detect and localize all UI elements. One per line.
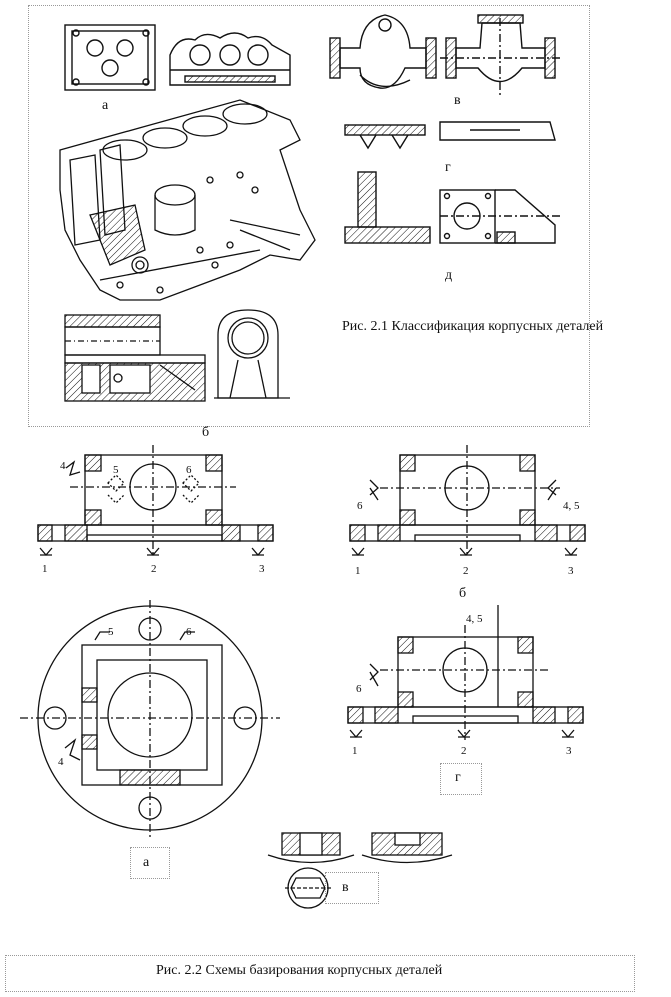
fig22-top-right-housing-drawing (349, 445, 586, 556)
fig22-label-v: в (342, 880, 349, 895)
fig22-tr-num-6: 6 (357, 500, 363, 512)
fig22-tl-num-3: 3 (259, 563, 265, 575)
fig22-tr-num-3: 3 (568, 565, 574, 577)
fig21-a-plate-drawing (64, 24, 156, 91)
fig22-tl-num-4: 4 (60, 460, 66, 472)
fig22-g-num-3: 3 (566, 745, 572, 757)
fig22-v-nut-drawing (267, 832, 453, 909)
fig22-a-frame (130, 847, 170, 879)
fig22-tr-num-1: 1 (355, 565, 361, 577)
fig22-g-num-6: 6 (356, 683, 362, 695)
fig21-v-cross-drawing (440, 14, 562, 95)
fig21-label-b: б (202, 425, 210, 440)
fig22-tl-num-5: 5 (113, 464, 119, 476)
fig22-tr-num-2: 2 (463, 565, 469, 577)
fig22-a-num-5: 5 (108, 626, 114, 638)
caption-frame (5, 955, 635, 992)
fig21-d-bracket-drawing (344, 171, 560, 244)
fig22-g-frame (440, 763, 482, 795)
fig22-a-num-6: 6 (186, 626, 192, 638)
fig21-label-d: д (445, 268, 453, 283)
fig21-label-v: в (454, 93, 461, 108)
fig21-a-housing-drawing (169, 32, 291, 86)
engine-block-drawing (59, 99, 316, 301)
fig21-caption: Рис. 2.1 Классификация корпусных деталей (342, 319, 604, 334)
fig22-top-left-housing-drawing (37, 445, 274, 556)
fig22-g-num-45: 4, 5 (466, 613, 483, 625)
fig22-tl-num-1: 1 (42, 563, 48, 575)
fig22-tl-num-6: 6 (186, 464, 192, 476)
fig22-g-num-2: 2 (461, 745, 467, 757)
fig22-label-b: б (459, 586, 467, 601)
fig21-frame (28, 5, 590, 427)
fig22-tl-num-2: 2 (151, 563, 157, 575)
fig22-tr-num-45: 4, 5 (563, 500, 580, 512)
fig22-g-num-1: 1 (352, 745, 358, 757)
fig21-b-bearing-drawing (214, 309, 290, 399)
fig22-label-a: а (143, 855, 150, 870)
fig21-g-rail-drawing (344, 121, 556, 150)
fig22-a-flange-drawing (20, 600, 280, 840)
fig21-label-g: г (445, 160, 451, 175)
fig21-b-section-drawing (64, 314, 206, 402)
fig22-label-g: г (455, 770, 461, 785)
fig22-g-housing-drawing (347, 605, 584, 740)
fig22-a-num-4: 4 (58, 756, 64, 768)
fig21-v-tee-drawing (329, 14, 437, 89)
fig21-label-a: а (102, 98, 109, 113)
fig22-v-frame (325, 872, 379, 904)
fig22-caption: Рис. 2.2 Схемы базирования корпусных дет… (156, 963, 443, 978)
